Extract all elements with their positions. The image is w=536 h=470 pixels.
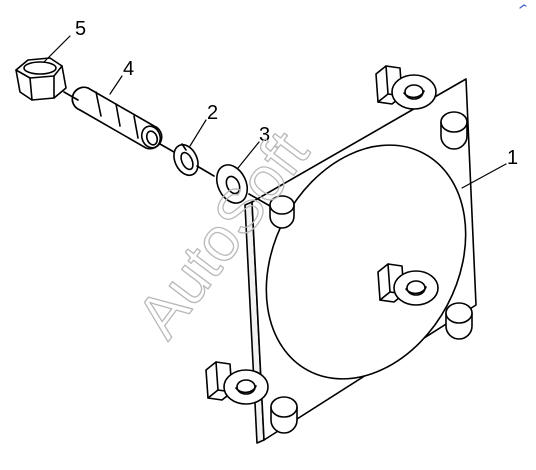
corner-mark-icon (519, 4, 527, 9)
plate-boss-top-left (269, 195, 295, 229)
hex-nut-part (15, 57, 67, 101)
leader-lines (43, 35, 507, 189)
assembly-axis-line (63, 91, 271, 207)
plate-nut-bottom (205, 361, 269, 405)
plate-nut-middle (377, 263, 439, 306)
plate-boss-bottom-right (445, 302, 473, 340)
plate-boss-top-right (440, 111, 468, 150)
callout-4: 4 (123, 58, 134, 80)
lock-washer-part (173, 143, 199, 177)
callout-1: 1 (507, 147, 518, 169)
stud-part (71, 86, 163, 150)
plate-nut-top (375, 65, 437, 110)
flat-washer-part (215, 164, 249, 204)
callout-5: 5 (75, 18, 86, 40)
callout-2: 2 (207, 102, 218, 124)
plate-boss-bottom-left (270, 396, 298, 434)
callout-3: 3 (259, 124, 270, 146)
